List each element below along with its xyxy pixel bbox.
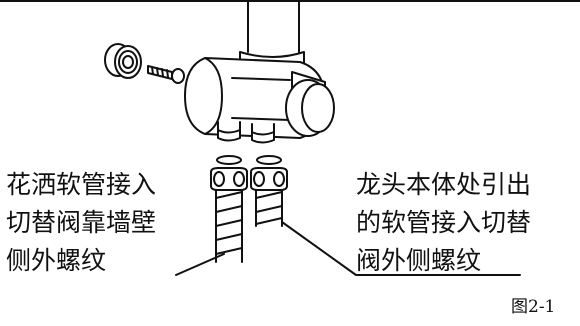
- body-outlets: [217, 121, 275, 144]
- right-hose-label: 龙头本体处引出 的软管接入切替 阀外侧螺纹: [356, 166, 531, 280]
- right-label-line: 龙头本体处引出: [356, 170, 532, 199]
- wall-pipe: [247, 0, 300, 53]
- right-label-line: 阀外侧螺纹: [356, 246, 482, 275]
- left-hose-label: 花洒软管接入 切替阀靠墙壁 侧外螺纹: [6, 166, 156, 280]
- left-label-line: 切替阀靠墙壁: [6, 208, 157, 237]
- figure-caption: 图2-1: [511, 297, 556, 317]
- hose-left: [215, 189, 243, 263]
- washer-left: [216, 155, 242, 165]
- washer-right: [256, 155, 282, 165]
- left-label-line: 侧外螺纹: [6, 246, 107, 275]
- right-label-line: 的软管接入切替: [356, 208, 532, 237]
- hose-right: [255, 189, 283, 227]
- leader-line-left: [175, 253, 225, 276]
- hose-nut-left: [210, 167, 248, 191]
- leader-line-right: [281, 221, 521, 276]
- hose-nut-right: [250, 167, 288, 191]
- screw: [147, 65, 185, 84]
- diverter-knob: [285, 71, 335, 137]
- end-cap: [104, 43, 142, 79]
- left-label-line: 花洒软管接入: [6, 170, 157, 199]
